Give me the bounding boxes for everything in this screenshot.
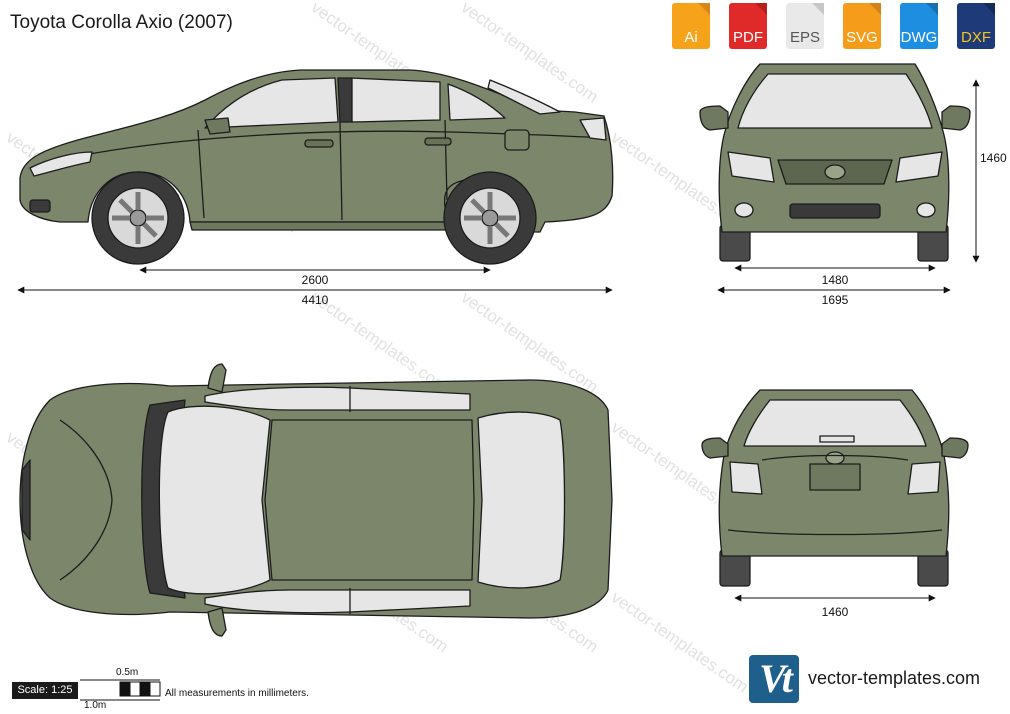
front-right-fog (916, 202, 936, 218)
format-label: DXF (961, 29, 991, 46)
brand-site-link[interactable]: vector-templates.com (808, 668, 981, 688)
side-door-line (197, 129, 205, 219)
format-label: PDF (733, 29, 763, 46)
side-headlight (29, 151, 93, 177)
side-lower-skirt (189, 221, 449, 231)
page-title: Toyota Corolla Axio (2007) (10, 12, 233, 33)
wheelbase-label: 2600 (302, 273, 329, 287)
front-dimensions (717, 79, 980, 294)
front-lower-intake (789, 203, 881, 219)
rear-trunk-line (761, 454, 909, 461)
pdf-format-icon[interactable]: PDF (725, 3, 771, 51)
format-label: EPS (789, 29, 820, 46)
file-corner (869, 3, 881, 15)
file-corner (755, 3, 767, 15)
format-label: Ai (684, 29, 698, 46)
side-door-handle (304, 139, 334, 148)
rear-left-taillight (729, 461, 763, 495)
scale-segment (149, 681, 161, 697)
scale-ratio: Scale: 1:25 (12, 682, 78, 699)
side-fog-lamp (29, 199, 51, 213)
rear-view (701, 389, 969, 587)
rear-right-taillight (907, 461, 941, 495)
top-side-window-top (204, 386, 471, 411)
top-side-window-bottom (204, 589, 471, 614)
front-left-fog (734, 202, 754, 218)
format-icons: Ai PDF EPS SVG DWG DXF (668, 3, 1008, 53)
front-track-label: 1480 (822, 273, 849, 287)
height-label: 1460 (980, 151, 1007, 165)
scale-legend: Scale: 1:25 0.5m 1.0m (12, 667, 162, 712)
side-door-line (444, 119, 448, 201)
front-left-headlight (727, 151, 775, 183)
rear-right-mirror (941, 437, 969, 459)
side-taillight (579, 117, 607, 141)
file-corner (926, 3, 938, 15)
measurement-note: All measurements in millimeters. (165, 688, 309, 699)
scale-half-meter: 0.5m (116, 667, 139, 678)
side-mirror (204, 117, 231, 135)
format-label: SVG (846, 29, 878, 46)
side-view (19, 69, 614, 265)
length-label: 4410 (302, 293, 329, 307)
scale-bar (80, 679, 161, 701)
side-fuel-cap (504, 129, 530, 151)
side-rear-deck (487, 79, 561, 115)
top-right-mirror (207, 607, 227, 637)
scale-one-meter: 1.0m (84, 700, 107, 711)
side-rear-hub (481, 209, 499, 227)
width-label: 1695 (822, 293, 849, 307)
file-corner (983, 3, 995, 15)
eps-format-icon[interactable]: EPS (782, 3, 828, 51)
top-roof (264, 419, 475, 581)
watermark-text: vector-templates.com (308, 288, 452, 397)
side-b-pillar (337, 77, 353, 123)
rear-brake-light (819, 435, 855, 443)
rear-badge (825, 451, 845, 465)
side-front-spokes (112, 192, 164, 244)
file-corner (812, 3, 824, 15)
side-window-front (204, 77, 339, 129)
svg-format-icon[interactable]: SVG (839, 3, 885, 51)
front-windshield (737, 73, 933, 129)
top-left-mirror (207, 363, 227, 393)
rear-plate (809, 463, 861, 491)
top-hood-line (59, 419, 113, 581)
dxf-format-icon[interactable]: DXF (953, 3, 999, 51)
rear-bumper-line (727, 529, 943, 536)
side-window-rear (349, 77, 441, 123)
rear-track-label: 1460 (822, 605, 849, 619)
brand-logo[interactable]: Vt (749, 655, 799, 703)
rear-window (743, 399, 927, 447)
side-window-quarter (447, 83, 506, 121)
front-right-headlight (895, 151, 943, 183)
front-right-mirror (941, 105, 971, 131)
top-rear-window (477, 411, 566, 589)
side-door-handle (424, 137, 452, 146)
top-windshield (158, 405, 271, 595)
file-corner (698, 3, 710, 15)
side-dimensions (17, 266, 613, 294)
ai-format-icon[interactable]: Ai (668, 3, 714, 51)
side-rear-spokes (464, 192, 516, 244)
front-left-mirror (699, 105, 729, 131)
rear-left-mirror (701, 437, 729, 459)
front-view (699, 63, 971, 262)
watermark-text: vector-templates.com (608, 588, 752, 697)
top-front-bumper (21, 459, 31, 541)
side-shoulder-line (59, 130, 605, 161)
top-view (19, 363, 613, 637)
front-badge (824, 164, 846, 180)
dwg-format-icon[interactable]: DWG (896, 3, 942, 51)
side-front-hub (129, 209, 147, 227)
side-door-line (339, 121, 343, 221)
format-label: DWG (900, 29, 938, 46)
